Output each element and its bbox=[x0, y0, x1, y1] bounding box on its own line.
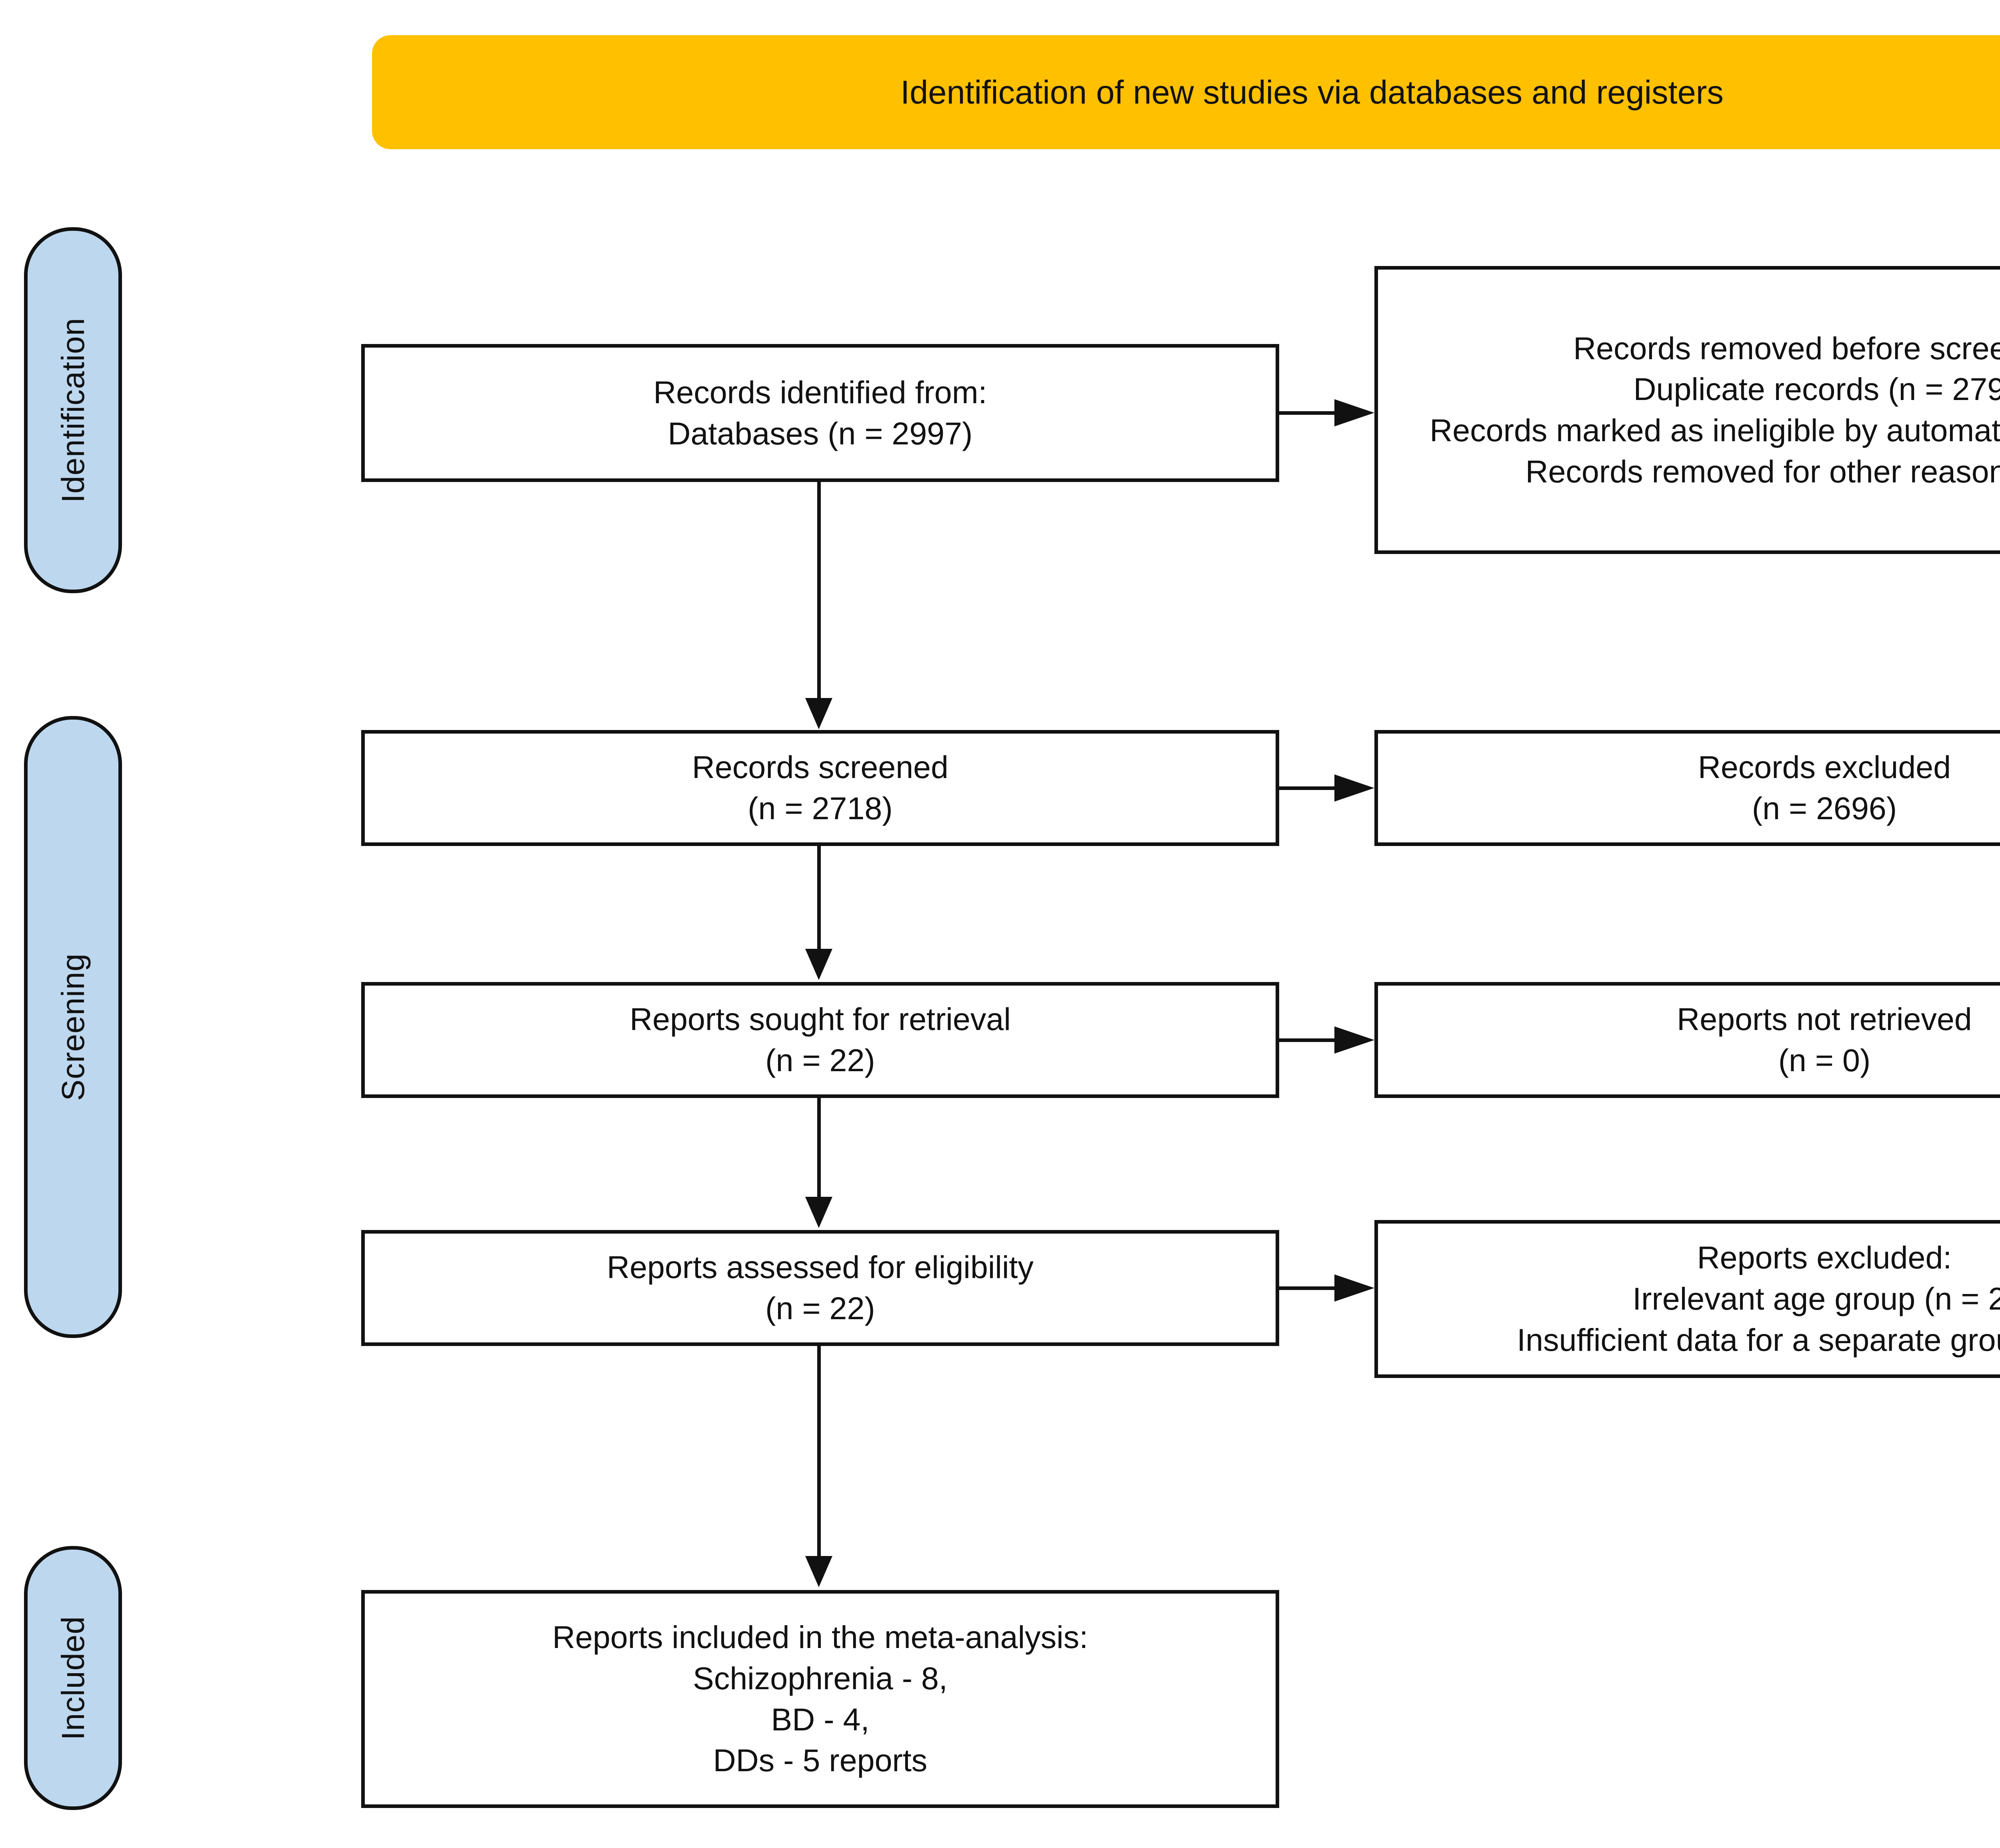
connector-screened-to-sought bbox=[817, 846, 821, 951]
connector-assessed-to-included bbox=[817, 1346, 821, 1558]
box-reports-assessed-line-1: Reports assessed for eligibility bbox=[607, 1249, 1034, 1285]
box-records-removed-line-3: Records marked as ineligible by automati… bbox=[1430, 412, 2000, 448]
box-reports-assessed-line-2: (n = 22) bbox=[765, 1290, 875, 1326]
stage-label-identification: Identification bbox=[55, 317, 91, 503]
stage-label-included: Included bbox=[55, 1616, 91, 1740]
stage-label-screening: Screening bbox=[55, 953, 91, 1101]
box-reports-excluded-line-2: Irrelevant age group (n = 2) bbox=[1632, 1281, 2000, 1317]
connector-screened-to-records-excluded bbox=[1279, 786, 1351, 790]
box-reports-assessed-for-eligibility: Reports assessed for eligibility (n = 22… bbox=[361, 1230, 1279, 1346]
arrowhead-right-sought-to-not-retrieved bbox=[1334, 1026, 1374, 1054]
box-reports-included-line-2: Schizophrenia - 8, bbox=[693, 1660, 948, 1696]
box-records-excluded-line-1: Records excluded bbox=[1698, 749, 1951, 785]
arrowhead-right-identified-to-removed bbox=[1334, 399, 1374, 426]
connector-sought-to-not-retrieved bbox=[1279, 1038, 1351, 1042]
diagram-title: Identification of new studies via databa… bbox=[900, 73, 1724, 111]
connector-identified-to-removed bbox=[1279, 411, 1351, 415]
box-reports-sought-line-1: Reports sought for retrieval bbox=[630, 1001, 1011, 1037]
stage-pill-identification: Identification bbox=[24, 227, 122, 593]
box-reports-excluded: Reports excluded: Irrelevant age group (… bbox=[1374, 1220, 2000, 1378]
stage-pill-included: Included bbox=[24, 1546, 122, 1810]
stage-pill-screening: Screening bbox=[24, 716, 122, 1338]
box-records-screened-line-1: Records screened bbox=[692, 749, 949, 785]
box-records-screened: Records screened (n = 2718) bbox=[361, 730, 1279, 846]
arrowhead-down-assessed-to-included bbox=[805, 1556, 832, 1587]
box-reports-included-line-3: BD - 4, bbox=[771, 1701, 870, 1737]
box-reports-not-retrieved-line-2: (n = 0) bbox=[1778, 1042, 1871, 1078]
box-records-excluded-line-2: (n = 2696) bbox=[1752, 790, 1897, 826]
box-reports-included-line-1: Reports included in the meta-analysis: bbox=[552, 1619, 1088, 1655]
box-records-excluded: Records excluded (n = 2696) bbox=[1374, 730, 2000, 846]
box-records-identified-line-2: Databases (n = 2997) bbox=[668, 415, 973, 451]
box-records-identified-line-1: Records identified from: bbox=[653, 374, 987, 410]
box-records-screened-line-2: (n = 2718) bbox=[748, 790, 893, 826]
box-reports-sought-line-2: (n = 22) bbox=[765, 1042, 875, 1078]
connector-identified-to-screened bbox=[817, 482, 821, 700]
box-records-removed-line-2: Duplicate records (n = 279) bbox=[1633, 371, 2000, 407]
box-records-removed-line-4: Records removed for other reasons (n = 0… bbox=[1525, 453, 2000, 489]
box-reports-included-line-4: DDs - 5 reports bbox=[713, 1742, 928, 1778]
box-reports-excluded-line-3: Insufficient data for a separate group (… bbox=[1517, 1322, 2000, 1358]
box-reports-not-retrieved-line-1: Reports not retrieved bbox=[1677, 1001, 1972, 1037]
diagram-header-banner: Identification of new studies via databa… bbox=[372, 35, 2000, 149]
arrowhead-right-assessed-to-reports-excluded bbox=[1334, 1274, 1374, 1302]
box-reports-sought-for-retrieval: Reports sought for retrieval (n = 22) bbox=[361, 982, 1279, 1098]
arrowhead-down-screened-to-sought bbox=[805, 949, 832, 980]
box-records-removed-line-1: Records removed before screening: bbox=[1573, 330, 2000, 366]
arrowhead-down-identified-to-screened bbox=[805, 698, 832, 729]
box-reports-not-retrieved: Reports not retrieved (n = 0) bbox=[1374, 982, 2000, 1098]
box-records-identified: Records identified from: Databases (n = … bbox=[361, 344, 1279, 482]
box-records-removed-before-screening: Records removed before screening: Duplic… bbox=[1374, 266, 2000, 554]
connector-assessed-to-reports-excluded bbox=[1279, 1286, 1351, 1290]
arrowhead-down-sought-to-assessed bbox=[805, 1197, 832, 1228]
arrowhead-right-screened-to-records-excluded bbox=[1334, 774, 1374, 802]
connector-sought-to-assessed bbox=[817, 1098, 821, 1199]
box-reports-excluded-line-1: Reports excluded: bbox=[1697, 1240, 1952, 1276]
box-reports-included-in-meta-analysis: Reports included in the meta-analysis: S… bbox=[361, 1590, 1279, 1808]
